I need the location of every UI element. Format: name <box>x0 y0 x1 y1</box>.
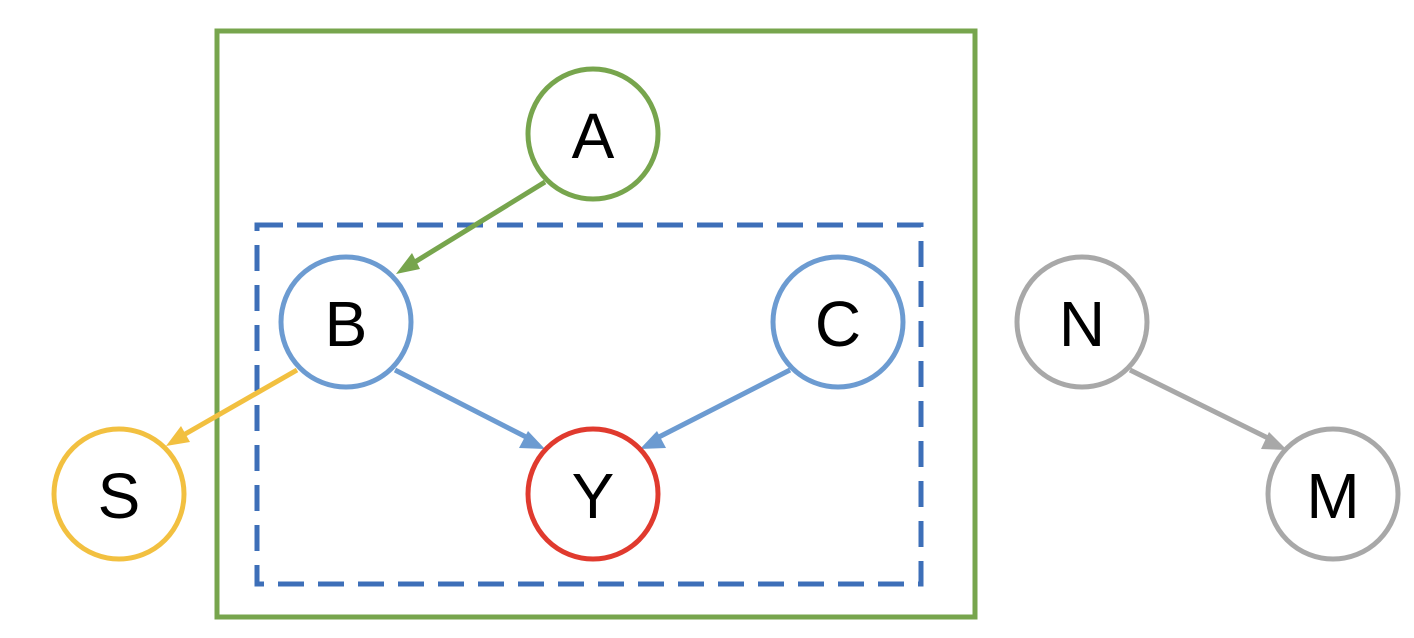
node-c-circle <box>770 254 906 390</box>
node-c: C <box>770 254 906 390</box>
node-y-label: Y <box>572 460 615 532</box>
edge-b-to-s <box>178 367 299 440</box>
edge-c-to-y <box>653 367 792 442</box>
arrowhead-b-to-y <box>519 431 545 449</box>
node-b-circle <box>278 254 414 390</box>
arrowhead-c-to-y <box>640 431 666 449</box>
edge-n-to-m <box>1128 367 1274 443</box>
node-y: Y <box>525 426 661 562</box>
node-a: A <box>525 66 661 202</box>
group-outer-box <box>214 28 978 620</box>
edges <box>166 179 1287 450</box>
node-s-circle <box>51 426 187 562</box>
node-b-label: B <box>325 288 368 360</box>
node-c-label: C <box>815 288 861 360</box>
arrowhead-a-to-b <box>396 253 420 274</box>
arrowhead-n-to-m <box>1261 432 1287 450</box>
node-n-circle <box>1014 254 1150 390</box>
node-b: B <box>278 254 414 390</box>
node-n-label: N <box>1059 288 1105 360</box>
edge-a-to-b <box>408 179 547 268</box>
node-m-circle <box>1265 426 1401 562</box>
node-y-circle <box>525 426 661 562</box>
node-s: S <box>51 426 187 562</box>
node-m-label: M <box>1306 460 1359 532</box>
node-n: N <box>1014 254 1150 390</box>
node-a-circle <box>525 66 661 202</box>
node-m: M <box>1265 426 1401 562</box>
node-a-label: A <box>572 100 615 172</box>
edge-b-to-y <box>393 367 532 442</box>
arrowhead-b-to-s <box>166 426 190 446</box>
group-inner-dashed-box <box>254 222 924 587</box>
node-s-label: S <box>98 460 141 532</box>
